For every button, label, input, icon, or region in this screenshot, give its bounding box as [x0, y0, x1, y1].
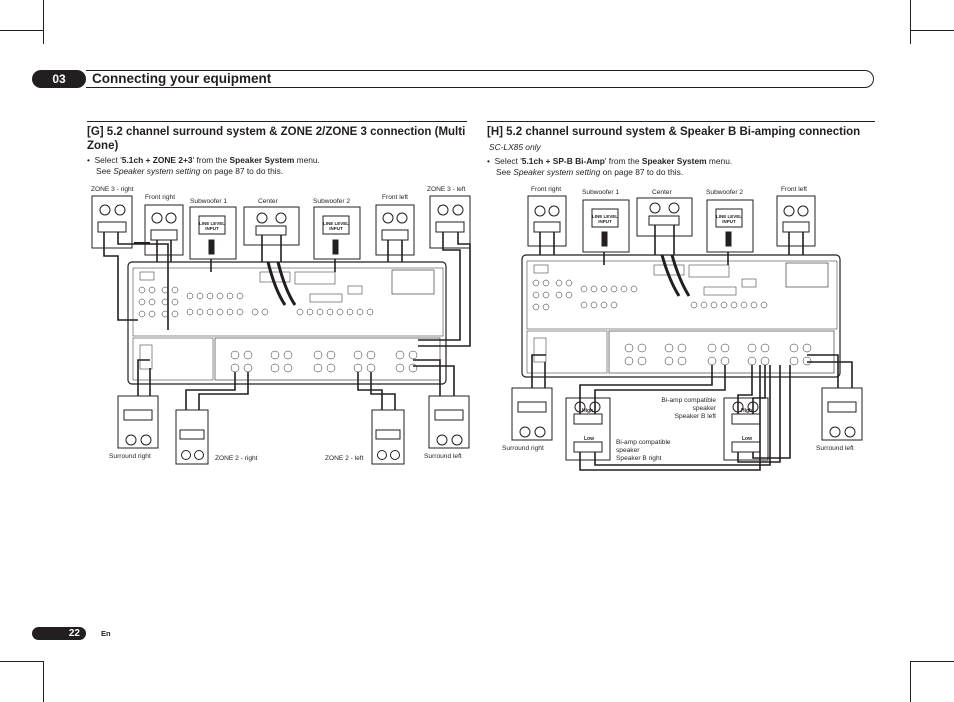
- instruction-text: • Select '5.1ch + ZONE 2+3' from the Spe…: [87, 155, 467, 177]
- model-note-text: SC-LX85 only: [489, 142, 541, 152]
- text: menu.: [294, 155, 320, 165]
- crop-mark: [910, 661, 954, 662]
- label-zone2-right: ZONE 2 - right: [215, 455, 258, 462]
- label-zone3-left: ZONE 3 - left: [427, 186, 466, 193]
- label-surround-left-h: Surround left: [816, 445, 854, 452]
- text: on page 87 to do this.: [600, 167, 684, 177]
- label-high-left: High: [741, 408, 753, 414]
- label-subwoofer2: Subwoofer 2: [313, 198, 351, 205]
- speaker-front-left: [375, 204, 415, 256]
- chapter-number: 03: [32, 70, 86, 88]
- section-rule: [87, 121, 467, 122]
- label-surround-right-h: Surround right: [502, 445, 544, 452]
- label-front-left-h: Front left: [781, 186, 808, 193]
- line-level-input-label-sw2-h: LINE LEVEL INPUT: [715, 214, 742, 224]
- section-title-g: [G] 5.2 channel surround system & ZONE 2…: [87, 125, 467, 153]
- crop-mark: [0, 661, 44, 662]
- label-surround-left: Surround left: [424, 453, 462, 460]
- speaker-zone2-right: [175, 409, 209, 465]
- line-level-input-label-sw1-h: LINE LEVEL INPUT: [591, 214, 618, 224]
- crop-mark: [910, 0, 911, 44]
- reference: Speaker system setting: [113, 166, 201, 176]
- language-code: En: [101, 629, 111, 638]
- receiver-rear-panel-h: [521, 254, 841, 378]
- receiver-rear-panel-g: [127, 261, 447, 385]
- speaker-surround-left-h: [821, 387, 863, 441]
- text: Select ': [494, 156, 522, 166]
- section-title-h: [H] 5.2 channel surround system & Speake…: [487, 126, 861, 138]
- label-low-left: Low: [742, 436, 752, 442]
- subwoofer-1: [189, 206, 237, 260]
- speaker-zone3-left: [429, 195, 471, 249]
- chapter-title: Connecting your equipment: [92, 71, 272, 86]
- speaker-center: [243, 206, 300, 246]
- text: See: [496, 167, 514, 177]
- label-subwoofer1: Subwoofer 1: [190, 198, 228, 205]
- crop-mark: [910, 30, 954, 31]
- text: on page 87 to do this.: [200, 166, 284, 176]
- speaker-surround-right-h: [511, 387, 553, 441]
- bullet: •: [87, 155, 90, 165]
- text: See: [96, 166, 114, 176]
- speaker-b-right-biamp: [565, 397, 611, 461]
- text: ' from the: [604, 156, 642, 166]
- label-zone3-right: ZONE 3 - right: [91, 186, 134, 193]
- menu-name: Speaker System: [641, 156, 707, 166]
- label-low-right: Low: [584, 436, 594, 442]
- reference: Speaker system setting: [513, 167, 601, 177]
- menu-name: Speaker System: [229, 155, 295, 165]
- subwoofer-1-h: [582, 199, 630, 253]
- label-front-right-h: Front right: [531, 186, 562, 193]
- bullet: •: [487, 156, 490, 166]
- speaker-center-h: [636, 197, 693, 237]
- speaker-front-right-h: [527, 195, 567, 247]
- line-level-input-label-sw2: LINE LEVEL INPUT: [322, 221, 349, 231]
- subwoofer-2: [313, 206, 361, 260]
- section-rule: [487, 121, 875, 122]
- label-biamp-b-left: Bi-amp compatible speaker Speaker B left: [661, 397, 716, 420]
- speaker-cables-h: [531, 225, 853, 471]
- crop-mark: [0, 30, 44, 31]
- text: menu.: [706, 156, 733, 166]
- line-level-input-label-sw1: LINE LEVEL INPUT: [198, 221, 225, 231]
- speaker-surround-left: [428, 395, 470, 449]
- label-surround-right: Surround right: [109, 453, 151, 460]
- speaker-front-right: [144, 204, 184, 256]
- speaker-front-left-h: [776, 195, 816, 247]
- model-note: SC-LX85 only: [489, 142, 541, 153]
- instruction-text: • Select '5.1ch + SP-B Bi-Amp' from the …: [487, 156, 877, 178]
- menu-option: 5.1ch + ZONE 2+3: [121, 155, 193, 165]
- speaker-zone2-left: [371, 409, 405, 465]
- menu-option: 5.1ch + SP-B Bi-Amp: [521, 156, 605, 166]
- label-high-right: High: [582, 408, 594, 414]
- label-front-left: Front left: [382, 194, 409, 201]
- speaker-zone3-right: [91, 195, 133, 249]
- label-center: Center: [258, 198, 278, 205]
- label-center-h: Center: [652, 189, 672, 196]
- crop-mark: [43, 661, 44, 702]
- label-subwoofer2-h: Subwoofer 2: [706, 189, 744, 196]
- chapter-bar: [86, 70, 874, 88]
- subwoofer-2-h: [706, 199, 754, 253]
- crop-mark: [910, 661, 911, 702]
- label-biamp-b-right: Bi-amp compatible speaker Speaker B righ…: [616, 439, 671, 462]
- label-subwoofer1-h: Subwoofer 1: [582, 189, 620, 196]
- label-zone2-left: ZONE 2 - left: [325, 455, 364, 462]
- section-title-line1: [G] 5.2 channel surround system & ZONE 2…: [87, 126, 466, 138]
- crop-mark: [43, 0, 44, 44]
- section-title-line2: Zone): [87, 140, 119, 152]
- label-front-right: Front right: [145, 194, 176, 201]
- text: Select ': [94, 155, 122, 165]
- speaker-b-left-biamp: [723, 397, 769, 461]
- page-number: 22: [32, 627, 86, 640]
- text: ' from the: [192, 155, 230, 165]
